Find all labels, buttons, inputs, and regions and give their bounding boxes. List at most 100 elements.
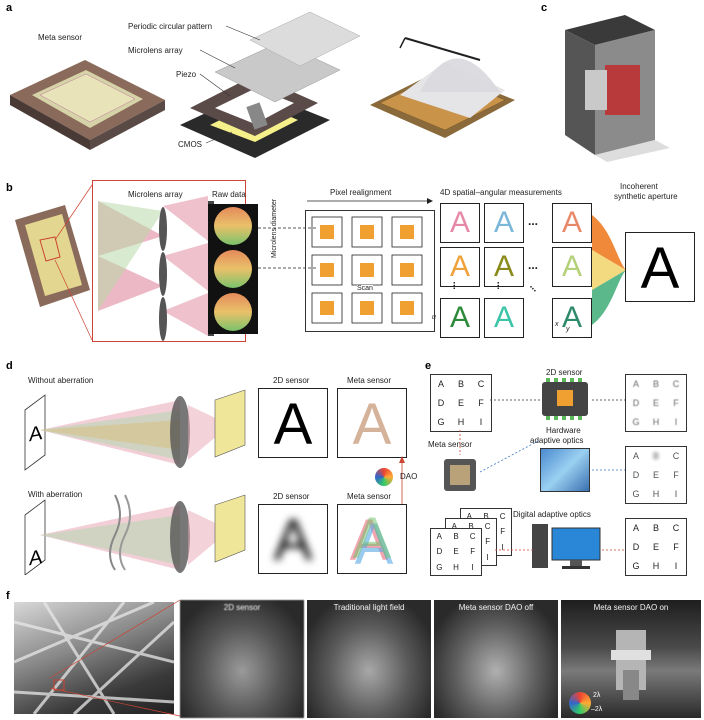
e-2d-sensor-chip (542, 378, 588, 420)
glyph-a-blurred: A (273, 508, 313, 573)
f-title-dao-on: Meta sensor DAO on (593, 603, 669, 612)
glyph-cell-9: A (552, 298, 592, 338)
grid-letter: A (466, 512, 472, 522)
grid-letter: A (632, 451, 639, 462)
glyph-a: A (493, 250, 514, 283)
synthetic-aperture-result: A (625, 232, 695, 302)
glyph-a: A (449, 250, 470, 283)
grid-letter: H (652, 488, 660, 499)
glyph-a: A (449, 206, 470, 239)
grid-letter: D (632, 397, 640, 408)
ellipsis-col1: ... (450, 281, 462, 290)
grid-letter: G (632, 488, 640, 499)
label-digital-ao: Digital adaptive optics (513, 510, 591, 519)
axis-label-y: y (566, 326, 570, 333)
grid-letter: C (672, 451, 680, 462)
label-synthetic-aperture-2: synthetic aperture (614, 192, 678, 201)
label-e-meta-sensor: Meta sensor (428, 440, 473, 449)
panel-letter-d: d (6, 360, 13, 372)
grid-letter: H (457, 416, 465, 427)
grid-letter: E (652, 469, 659, 480)
grid-letter: F (673, 397, 679, 408)
d-meta-top-image: A (337, 388, 407, 458)
f-title-traditional-lf: Traditional light field (333, 603, 405, 612)
f-image-dao-on: Meta sensor DAO on 2λ –2λ (561, 600, 701, 718)
panel-b-zoom-lines (54, 184, 93, 340)
label-d-meta-bottom: Meta sensor (347, 492, 392, 501)
glyph-cell-1: A (440, 203, 480, 243)
grid-letter: I (479, 416, 483, 427)
zoom-lines-f (49, 599, 181, 717)
label-synthetic-aperture-1: Incoherent (620, 182, 658, 191)
label-e-2d-sensor: 2D sensor (546, 368, 583, 377)
grid-letter: A (632, 523, 639, 534)
ellipsis-col2: ... (494, 281, 506, 290)
glyph-a: A (640, 236, 680, 301)
grid-letter: E (652, 397, 659, 408)
grid-letter: I (501, 542, 504, 552)
grid-letter: C (469, 532, 476, 542)
grid-letter: A (632, 379, 639, 390)
scale-max: 2λ (593, 692, 601, 699)
grid-letter: G (436, 562, 443, 572)
grid-letter: B (483, 512, 489, 522)
glyph-a: A (561, 206, 582, 239)
grid-letter: D (632, 469, 640, 480)
glyph-a-red: A (349, 508, 389, 573)
grid-letter: I (674, 488, 678, 499)
axis-label-u: u (432, 314, 436, 321)
raw-data-column (208, 204, 258, 334)
f-image-dao-off: Meta sensor DAO off (434, 600, 558, 718)
label-pixel-realignment: Pixel realignment (330, 188, 392, 197)
glyph-a-green: A (352, 506, 392, 571)
label-hardware-ao-1: Hardware (546, 426, 581, 435)
glyph-cell-6: A (552, 247, 592, 287)
f-image-2d-sensor: 2D sensor (180, 600, 304, 718)
ellipsis-row1: ... (528, 214, 539, 228)
grid-letter: G (632, 416, 640, 427)
stadium-photo (14, 602, 174, 714)
label-without-aberration: Without aberration (28, 376, 94, 385)
grid-letter: F (673, 541, 679, 552)
grid-letter: D (437, 397, 445, 408)
d-2d-sensor-bottom-image: A (258, 504, 328, 574)
label-with-aberration: With aberration (28, 490, 83, 499)
grid-letter: F (470, 547, 476, 557)
grid-letter: H (652, 560, 660, 571)
glyph-cell-8: A (484, 298, 524, 338)
grid-letter: D (436, 547, 443, 557)
f-image-traditional-lf: Traditional light field (307, 600, 431, 718)
grid-letter: A (437, 379, 444, 390)
device-illustration (565, 15, 670, 162)
label-b-microlens-array: Microlens array (128, 190, 183, 199)
f-title-dao-off: Meta sensor DAO off (458, 603, 534, 612)
label-hardware-ao-2: adaptive optics (530, 436, 584, 445)
grid-letter: B (457, 379, 464, 390)
grid-letter: C (672, 523, 680, 534)
label-d-meta-top: Meta sensor (347, 376, 392, 385)
label-4d-measurements: 4D spatial–angular measurements (440, 188, 562, 197)
grid-letter: B (652, 523, 659, 534)
glyph-cell-3: A (552, 203, 592, 243)
grid-letter: A (436, 532, 442, 542)
pixel-realignment-arrow (307, 198, 433, 204)
grid-letter: F (673, 469, 679, 480)
grid-letter: F (500, 527, 506, 537)
computer-icon (532, 524, 601, 569)
label-cmos: CMOS (178, 140, 202, 149)
e-meta-sensor-chip (444, 459, 476, 491)
label-periodic-pattern: Periodic circular pattern (128, 22, 213, 31)
wavefront-colorbar-icon (569, 692, 591, 714)
grid-letter: C (477, 379, 485, 390)
label-scan: Scan (357, 285, 373, 292)
grid-letter: H (652, 416, 660, 427)
label-d-2d-sensor-top: 2D sensor (273, 376, 310, 385)
glyph-a: A (449, 301, 470, 334)
glyph-cell-7: A (440, 298, 480, 338)
label-meta-sensor: Meta sensor (38, 33, 83, 42)
grid-letter: B (453, 532, 459, 542)
